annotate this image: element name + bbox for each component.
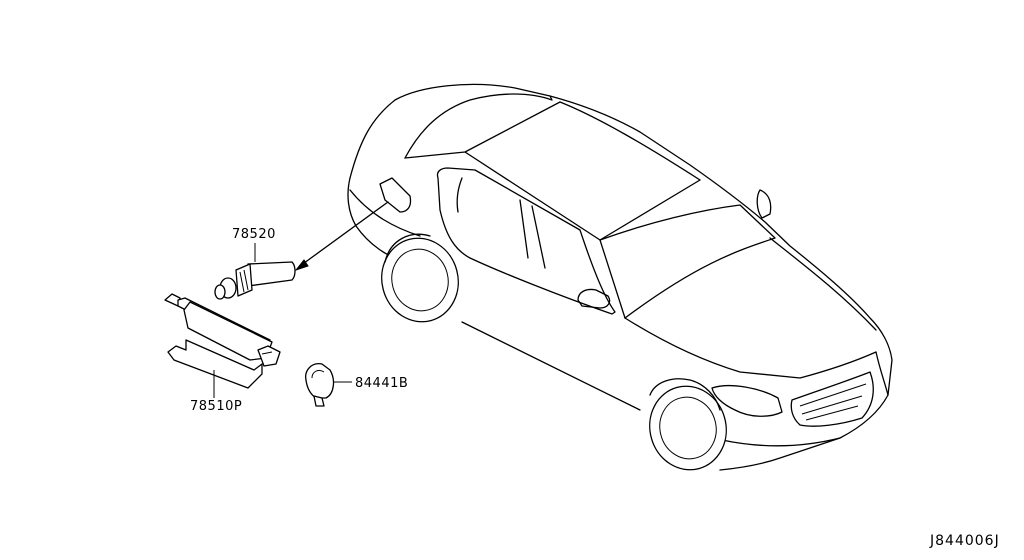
part-label-84441B: 84441B <box>355 376 408 391</box>
car-illustration <box>347 83 893 471</box>
clip-part <box>305 363 352 407</box>
actuator-part <box>214 243 296 300</box>
part-label-78520: 78520 <box>232 227 276 242</box>
location-arrow <box>294 201 389 272</box>
lock-motor-part <box>164 293 281 398</box>
part-label-78510P: 78510P <box>190 399 242 414</box>
drawing-code: J844006J <box>929 533 1000 549</box>
